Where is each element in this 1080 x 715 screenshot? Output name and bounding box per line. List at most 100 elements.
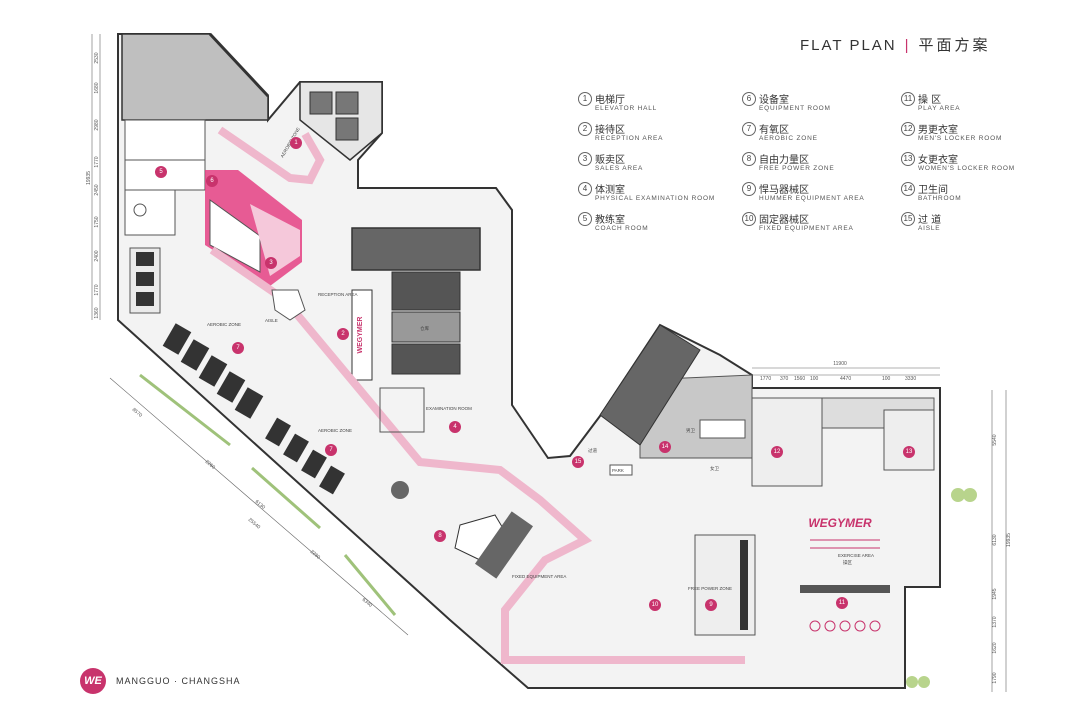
brand-vertical-text: WEGYMER	[357, 317, 364, 354]
zone-marker: 3	[265, 257, 277, 269]
exercise-area-cn: 操区	[843, 559, 852, 566]
dim-text: 1360	[94, 307, 100, 318]
dim-total: 11900	[833, 361, 847, 367]
treadmill-icon	[216, 371, 246, 403]
planter-strip	[251, 466, 321, 530]
svg-text:8: 8	[438, 533, 442, 539]
dim-text: 1370	[992, 616, 998, 627]
dim-text: 4470	[840, 376, 851, 382]
zone-marker: 2	[337, 328, 349, 340]
dim-text: 1620	[992, 642, 998, 653]
dim-right: 5540 6130 1945 1370 1620 1790 19935	[991, 390, 1012, 692]
zone-marker: 9	[705, 599, 717, 611]
dim-text: 1560	[794, 376, 805, 382]
elevator-block	[391, 343, 461, 375]
examination-label: EXAMINATION ROOM	[426, 406, 472, 411]
zone-marker: 1	[290, 137, 302, 149]
dim-text: 6340	[361, 597, 374, 609]
aisle-path	[209, 126, 745, 664]
hummer-rack	[740, 540, 748, 630]
treadmill-icon	[265, 417, 291, 447]
svg-text:9: 9	[709, 602, 713, 608]
zone-marker: 12	[771, 446, 783, 458]
dim-total: 19935	[86, 171, 92, 185]
plant-icon	[918, 676, 930, 688]
svg-text:2: 2	[341, 331, 345, 337]
dim-text: 2530	[94, 52, 100, 63]
svg-text:4: 4	[453, 424, 457, 430]
dim-text: 6130	[992, 534, 998, 545]
dim-text: 25540	[247, 517, 262, 531]
dim-top: 11900 1770 370 1560 100 4470 100 3330	[752, 361, 940, 382]
svg-text:14: 14	[662, 444, 669, 450]
planter-strip	[139, 373, 231, 447]
stall-row	[699, 419, 746, 439]
zone-marker: 13	[903, 446, 915, 458]
elevator-car	[309, 91, 333, 115]
womens-locker	[883, 409, 935, 471]
elevator-car	[335, 91, 359, 115]
zone-marker: 4	[449, 421, 461, 433]
dim-text: 1945	[992, 588, 998, 599]
treadmill-icon	[283, 433, 309, 463]
exercise-bench	[800, 585, 890, 593]
dim-text: 370	[780, 376, 789, 382]
zone-markers: 1 2 3 4 5 6 7 7 8 9 10 11 12 13 14 15	[155, 137, 915, 611]
window-planters	[139, 373, 397, 616]
aerobic-zone	[162, 323, 345, 495]
plant-icon	[963, 488, 977, 502]
svg-text:5: 5	[159, 169, 163, 175]
svg-text:3: 3	[269, 260, 273, 266]
aisle-label: AISLE	[265, 318, 278, 323]
dim-text: 100	[882, 376, 891, 382]
aisle-cn-label: 过道	[588, 447, 597, 454]
zone-marker: 6	[206, 175, 218, 187]
examination-small-room	[124, 189, 176, 236]
treadmill-icon	[234, 387, 264, 419]
treadmill-icon	[162, 323, 192, 355]
machine-icon	[136, 252, 154, 266]
dim-left: 2530 1680 2980 1770 2450 1750 2400 1770 …	[86, 34, 101, 320]
park-label: PARK	[612, 468, 624, 473]
aerobic-zone-label: AEROBIC ZONE	[318, 428, 352, 433]
dim-text: 8570	[131, 407, 144, 419]
zone-marker: 11	[836, 597, 848, 609]
title-cn: 平面方案	[918, 36, 991, 54]
reception	[271, 289, 425, 433]
treadmill-icon	[319, 465, 345, 495]
free-power-label: FREE POWER ZONE	[688, 586, 732, 591]
machine-icon	[136, 272, 154, 286]
fixed-equipment-wall	[474, 511, 534, 579]
locker-area: 男卫 女卫 过道 PARK	[588, 374, 935, 487]
brand-wall-vertical: WEGYMER	[351, 289, 373, 381]
dim-text: 1790	[992, 672, 998, 683]
svg-text:7: 7	[329, 447, 333, 453]
brand-wall-text: WEGYMER	[808, 516, 872, 530]
svg-text:1: 1	[294, 140, 298, 146]
treadmill-icon	[301, 449, 327, 479]
reception-area-label: RECEPTION AREA	[318, 292, 358, 297]
storage-block	[391, 311, 461, 343]
zone-marker: 15	[572, 456, 584, 468]
examination-room-outline	[379, 387, 425, 433]
top-left-roof-block	[121, 33, 269, 121]
dim-total: 19935	[1006, 533, 1012, 547]
dim-text: 2400	[94, 250, 100, 261]
dim-text: 1680	[94, 82, 100, 93]
svg-text:7: 7	[236, 345, 240, 351]
aisle-top	[217, 126, 325, 185]
aerobic-zone-label: AEROBIC ZONE	[207, 322, 241, 327]
zone-marker: 8	[434, 530, 446, 542]
machine-icon	[136, 292, 154, 306]
svg-text:6: 6	[210, 178, 214, 184]
svg-text:12: 12	[774, 449, 781, 455]
planter-strip	[343, 554, 397, 616]
svg-text:13: 13	[906, 449, 913, 455]
elevator-hall	[299, 81, 383, 161]
coach-room	[124, 119, 206, 161]
dim-text: 6130	[254, 499, 267, 511]
exercise-area-label: EXERCISE AREA	[838, 553, 874, 558]
svg-text:15: 15	[575, 459, 582, 465]
title-divider: |	[904, 37, 911, 54]
